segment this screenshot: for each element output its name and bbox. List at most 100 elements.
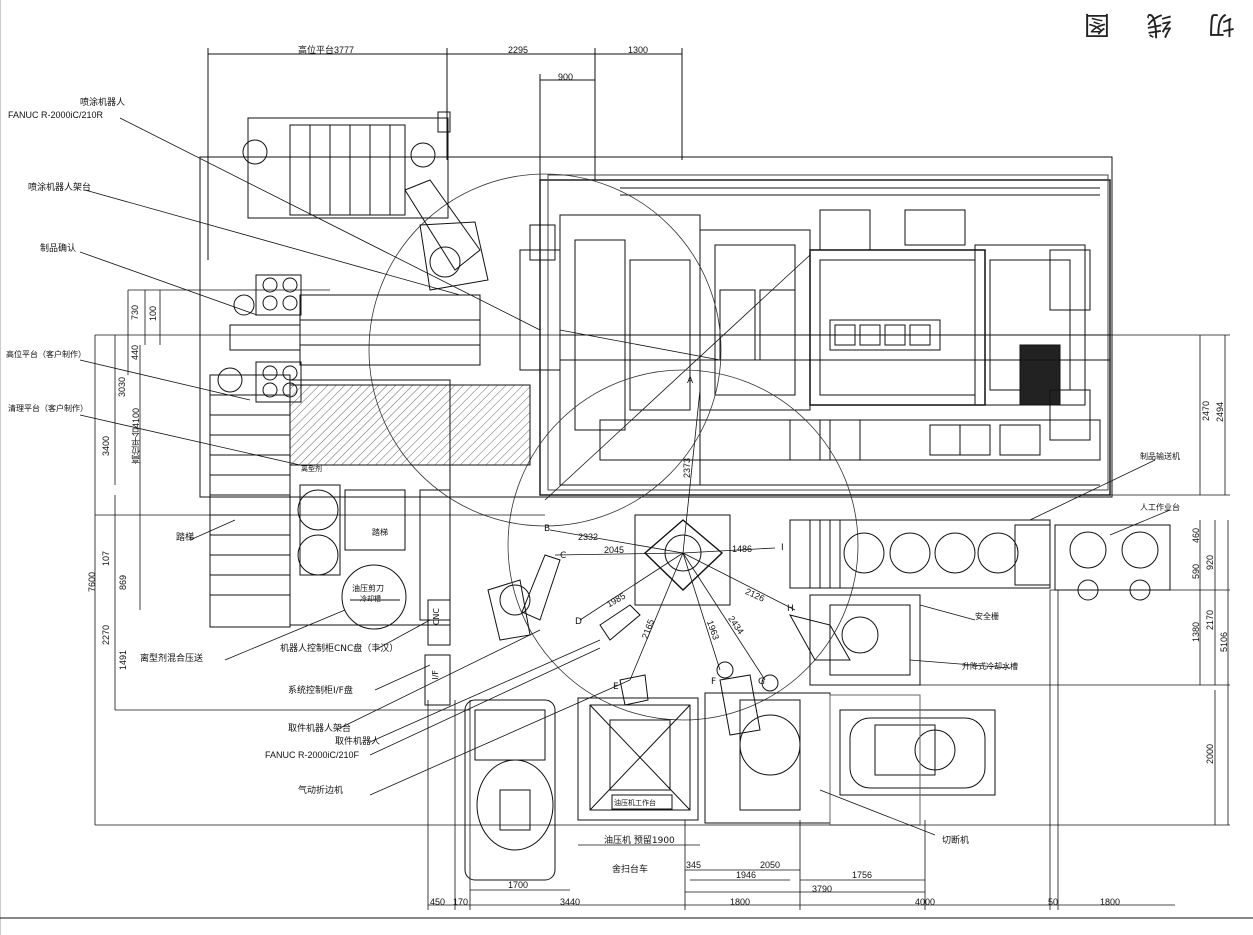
product-conveyor <box>789 519 1171 601</box>
dim-2295: 2295 <box>508 45 529 55</box>
dim-460: 460 <box>1191 528 1201 544</box>
label-stairs: 踏梯 <box>176 533 195 543</box>
label-tank: 离型剂 <box>301 465 322 473</box>
label-pick-stand: 取件机器人架台 <box>288 724 352 734</box>
label-pick-model: FANUC R-2000iC/210F <box>265 750 360 760</box>
dim-3440: 3440 <box>560 897 581 907</box>
dim-2373: 2373 <box>682 458 692 479</box>
dim-2270: 2270 <box>101 625 111 646</box>
robot-reach-circle <box>368 173 722 527</box>
dim-2470: 2470 <box>1201 401 1211 422</box>
dim-1800b: 1800 <box>1100 897 1121 907</box>
dim-170: 170 <box>453 897 469 907</box>
dim-2332: 2332 <box>578 532 599 542</box>
label-pick-robot: 取件机器人 <box>335 737 381 747</box>
dim-1700: 1700 <box>508 880 529 890</box>
dim-4100: 高位平台4100 <box>131 408 141 465</box>
dim-platform-top: 高位平台3777 <box>298 45 355 55</box>
dim-7600: 7600 <box>87 572 97 593</box>
point-h: H <box>787 604 794 614</box>
trimming-machine <box>704 661 831 824</box>
dim-869: 869 <box>118 575 128 591</box>
label-robot-cnc: 机器人控制柜CNC盘（丰汉） <box>280 644 399 654</box>
point-i: I <box>781 543 784 553</box>
bottom-dimension-lines <box>427 590 1175 910</box>
dim-4000: 4000 <box>915 897 936 907</box>
leader-lines <box>79 117 1171 836</box>
dim-3400: 3400 <box>101 436 111 457</box>
oil-shear-circle <box>341 564 407 630</box>
dim-2170: 2170 <box>1205 610 1215 631</box>
platform-left <box>209 374 531 628</box>
dim-3030: 3030 <box>117 377 127 398</box>
point-a: A <box>687 376 694 386</box>
label-pneumatic: 气动折边机 <box>298 786 344 796</box>
label-spray-stand: 喷涂机器人架台 <box>28 183 92 193</box>
dim-2045: 2045 <box>604 545 625 555</box>
die-cast-machine <box>519 187 1110 486</box>
label-conveyor: 制品输送机 <box>1140 452 1180 461</box>
dim-440: 440 <box>130 345 140 361</box>
label-product-check: 制品确认 <box>40 244 77 254</box>
dim-107: 107 <box>101 551 111 567</box>
label-cut-machine: 切断机 <box>942 836 970 846</box>
cut-machine <box>829 694 996 826</box>
left-dimension-lines <box>94 289 1230 826</box>
label-release-agent: 离型剂混合压送 <box>140 654 204 664</box>
main-cell-boundary <box>199 156 1113 498</box>
label-oil-shear: 油压剪刀 <box>352 584 384 593</box>
point-c: C <box>560 551 567 561</box>
dim-345: 345 <box>686 860 702 870</box>
dim-730: 730 <box>130 305 140 321</box>
point-f: F <box>711 677 717 687</box>
dim-100: 100 <box>148 306 158 322</box>
point-d: D <box>575 617 582 627</box>
drawing-title: 切 线 图 <box>1070 9 1235 39</box>
pallet-car <box>464 699 556 881</box>
point-e: E <box>613 682 619 692</box>
dim-2050: 2050 <box>760 860 781 870</box>
dim-590: 590 <box>1191 564 1201 580</box>
pick-robot-base <box>634 514 731 606</box>
dim-1800a: 1800 <box>730 897 751 907</box>
right-dimension-lines <box>920 334 1230 825</box>
label-if: I/F <box>431 670 440 680</box>
label-manual: 人工作业台 <box>1140 503 1180 512</box>
cnc-cabinet <box>427 599 451 646</box>
dim-1380: 1380 <box>1191 622 1201 643</box>
label-spray-model: FANUC R-2000iC/210R <box>8 110 104 120</box>
label-spray-robot: 喷涂机器人 <box>80 98 126 108</box>
label-trimmer-car: 舍扫台车 <box>612 865 649 875</box>
dim-900: 900 <box>558 72 574 82</box>
dim-3790: 3790 <box>812 884 833 894</box>
label-fence: 安全栅 <box>975 612 999 621</box>
label-sys-panel: 系统控制柜I/F盘 <box>288 686 353 696</box>
spray-robot <box>242 111 489 291</box>
label-cooling: 冷却槽 <box>360 595 381 603</box>
top-dimension-lines <box>207 48 683 260</box>
pick-robot-reach-circle <box>507 369 859 721</box>
lift-cooling-tank <box>789 594 921 686</box>
radial-dimension-lines <box>544 254 811 681</box>
dim-1946: 1946 <box>736 870 757 880</box>
dim-920: 920 <box>1205 555 1215 571</box>
press-table <box>577 697 699 821</box>
dim-450: 450 <box>430 897 446 907</box>
dim-1486: 1486 <box>732 544 753 554</box>
dim-1300: 1300 <box>628 45 649 55</box>
if-cabinet <box>424 654 451 706</box>
label-clean-platform: 清理平台（客户制作） <box>8 404 88 413</box>
point-g: G <box>758 677 765 687</box>
dim-50: 50 <box>1048 897 1059 907</box>
label-cnc: CNC <box>432 608 441 626</box>
point-b: B <box>544 524 551 534</box>
label-high-platform: 高位平台（客户制作） <box>6 350 86 359</box>
label-lift-tank: 升降式冷却水槽 <box>962 662 1018 671</box>
dim-1756: 1756 <box>852 870 873 880</box>
label-press-table: 油压机工作台 <box>614 799 656 807</box>
dim-1491: 1491 <box>118 650 128 671</box>
label-press-reserve: 油压机 预留1900 <box>604 836 675 846</box>
label-stairs-inner: 踏梯 <box>372 528 388 537</box>
dim-2494: 2494 <box>1215 402 1225 423</box>
